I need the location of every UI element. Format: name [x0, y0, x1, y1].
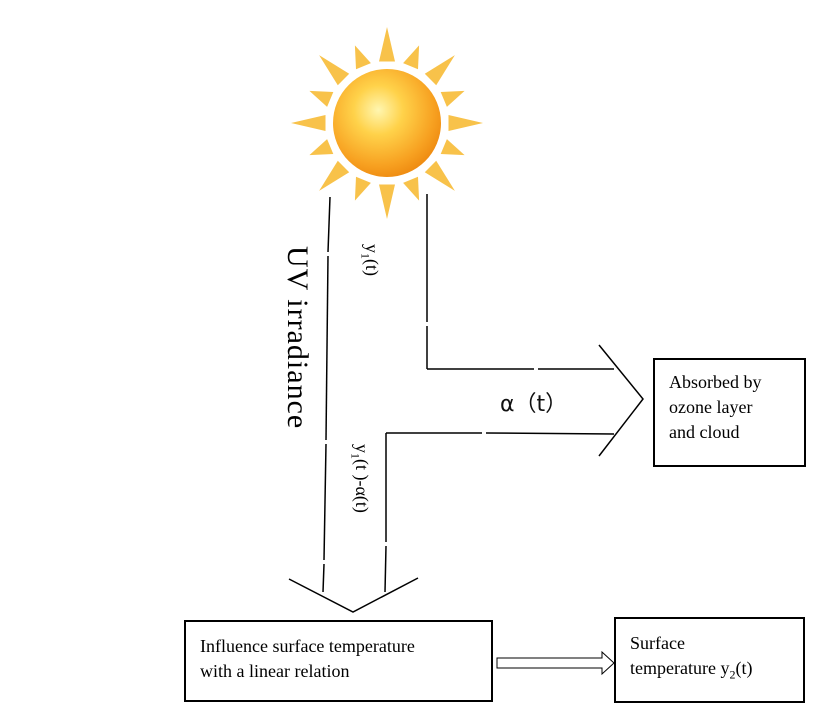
y1-label: y1(t)	[358, 244, 382, 276]
sun-ray	[309, 90, 334, 107]
hollow-arrow	[496, 650, 615, 676]
absorbed-box: Absorbed by ozone layer and cloud	[653, 358, 806, 467]
uv-irradiance-label: UV irradiance	[281, 246, 314, 430]
influence-box: Influence surface temperature with a lin…	[184, 620, 493, 702]
sun-ray	[440, 139, 465, 156]
alpha-label: α（t）	[500, 392, 568, 417]
sun-ray	[319, 55, 350, 86]
sun-ray	[319, 160, 350, 191]
sun-ray	[309, 139, 334, 156]
y1-minus-alpha-label: y1(t )-α(t)	[348, 444, 372, 513]
surface-temperature-box: Surface temperature y2(t)	[614, 617, 805, 703]
sun-ray	[354, 176, 371, 201]
arrow-head-down	[288, 577, 419, 613]
sun-ray	[403, 176, 420, 201]
sun-ray	[448, 115, 483, 131]
absorbed-line-2: ozone layer	[669, 397, 753, 417]
sun-ray	[379, 27, 395, 62]
sun-ray	[424, 55, 455, 86]
sun-icon	[291, 27, 483, 219]
absorbed-line-1: Absorbed by	[669, 372, 762, 392]
diff-branch-line	[485, 432, 615, 435]
influence-line-2: with a linear relation	[200, 661, 350, 681]
surface-line-1: Surface	[630, 633, 685, 653]
sun-ray	[440, 90, 465, 107]
influence-line-1: Influence surface temperature	[200, 636, 415, 656]
uv-left-line	[327, 196, 331, 253]
absorbed-line-3: and cloud	[669, 422, 740, 442]
sun-ray	[354, 45, 371, 70]
sun-ray	[379, 184, 395, 219]
arrow-head-absorbed	[598, 344, 644, 457]
flow-lines	[288, 194, 644, 613]
sun-ray	[424, 160, 455, 191]
sun-ray	[403, 45, 420, 70]
sun-ray	[291, 115, 326, 131]
surface-line-2: temperature y2(t)	[630, 658, 753, 682]
